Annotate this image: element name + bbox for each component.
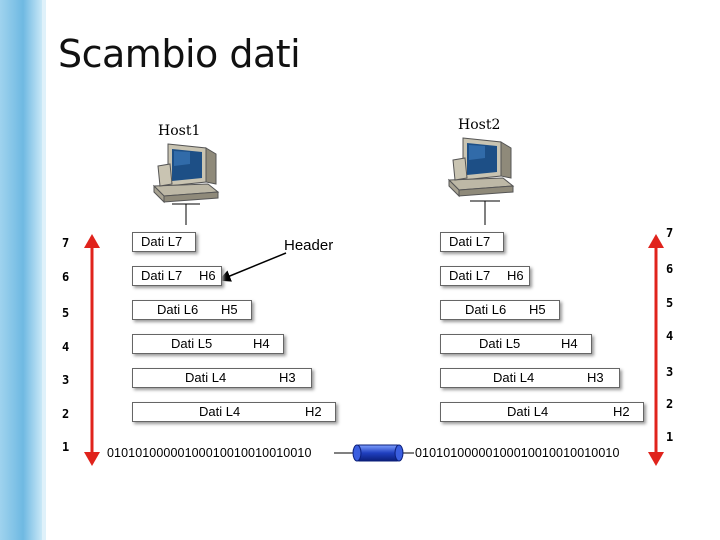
host1-layer-6-header: H6 [199,268,216,283]
host2-label: Host2 [458,117,501,133]
right-red-double-arrow-icon [648,234,664,466]
host1-layer-3-data: Dati L4 [185,370,227,385]
host1-layer-4-data: Dati L5 [171,336,213,351]
host2-layer-6-header: H6 [507,268,524,283]
host1-layer-5-box: Dati L6 H5 [132,300,252,320]
host2-layer-4-data: Dati L5 [479,336,521,351]
right-layer-number: 2 [666,397,674,411]
host1-layer-6-data: Dati L7 [141,268,183,283]
right-layer-number: 6 [666,262,674,276]
host1-layer-6-box: Dati L7 H6 [132,266,222,286]
host2-layer-5-box: Dati L6 H5 [440,300,560,320]
host2-layer-2-header: H2 [613,404,630,419]
host1-layer-5-data: Dati L6 [157,302,199,317]
host1-layer-7-data: Dati L7 [141,234,183,249]
right-layer-number: 7 [666,226,674,240]
left-layer-number: 1 [62,440,70,454]
host1-layer-4-box: Dati L5 H4 [132,334,284,354]
cable-icon [334,444,414,462]
host1-layer-3-box: Dati L4 H3 [132,368,312,388]
right-layer-number: 1 [666,430,674,444]
host1-bitstream: 01010100000100010010010010010 [107,446,312,460]
host2-layer-5-header: H5 [529,302,546,317]
host1-computer-icon [152,143,220,204]
host1-layer-3-header: H3 [279,370,296,385]
left-layer-number: 3 [62,373,70,387]
left-layer-number: 4 [62,340,70,354]
host1-layer-5-header: H5 [221,302,238,317]
left-layer-number: 2 [62,407,70,421]
host2-layer-4-box: Dati L5 H4 [440,334,592,354]
host2-layer-2-box: Dati L4 H2 [440,402,644,422]
host1-layer-2-header: H2 [305,404,322,419]
host2-layer-5-data: Dati L6 [465,302,507,317]
host2-layer-3-box: Dati L4 H3 [440,368,620,388]
host2-layer-3-data: Dati L4 [493,370,535,385]
host2-layer-4-header: H4 [561,336,578,351]
host2-layer-6-box: Dati L7 H6 [440,266,530,286]
host2-layer-6-data: Dati L7 [449,268,491,283]
host1-layer-2-data: Dati L4 [199,404,241,419]
host2-layer-2-data: Dati L4 [507,404,549,419]
left-layer-number: 7 [62,236,70,250]
host2-bitstream: 01010100000100010010010010010 [415,446,620,460]
host1-layer-7-box: Dati L7 [132,232,196,252]
header-annotation: Header [284,237,334,254]
host2-layer-7-data: Dati L7 [449,234,491,249]
slide-sidebar [0,0,46,540]
left-layer-number: 6 [62,270,70,284]
header-arrow [218,252,287,282]
host1-layer-4-header: H4 [253,336,270,351]
right-layer-number: 4 [666,329,674,343]
host2-computer-icon [447,137,515,198]
host1-label: Host1 [158,123,201,139]
host1-layer-2-box: Dati L4 H2 [132,402,336,422]
slide-title: Scambio dati [58,32,301,76]
left-red-double-arrow-icon [84,234,100,466]
right-layer-number: 5 [666,296,674,310]
host2-layer-7-box: Dati L7 [440,232,504,252]
right-layer-number: 3 [666,365,674,379]
left-layer-number: 5 [62,306,70,320]
host2-layer-3-header: H3 [587,370,604,385]
